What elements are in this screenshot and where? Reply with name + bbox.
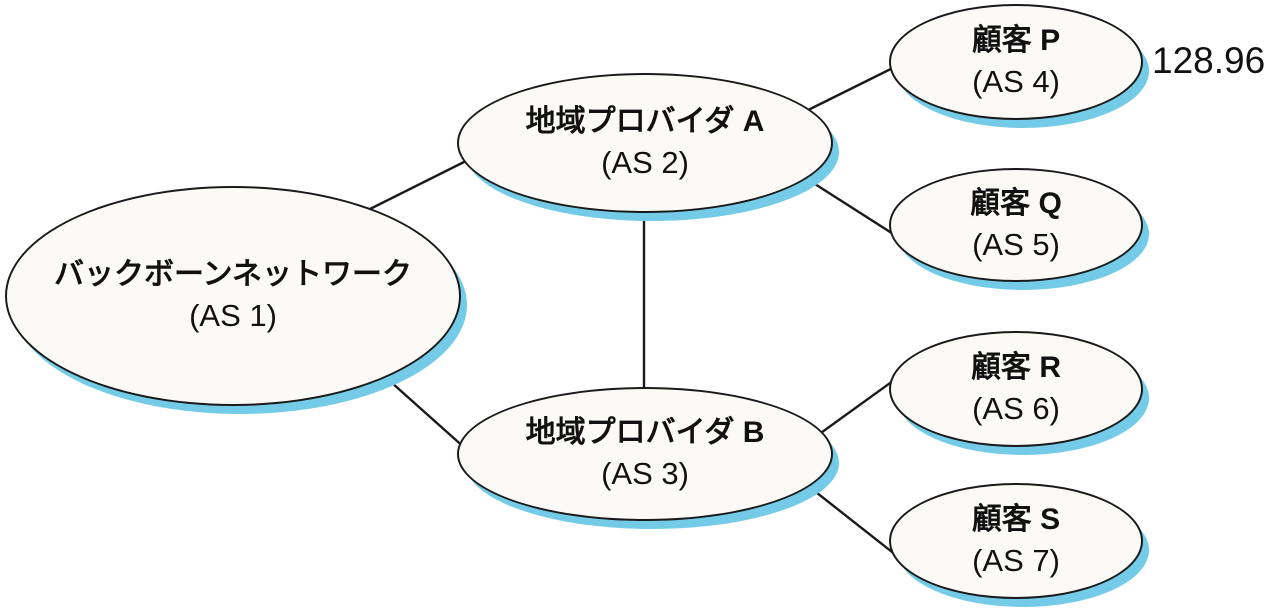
node-as-label: (AS 3): [601, 456, 689, 492]
node-as-label: (AS 1): [189, 298, 277, 334]
node-name: 顧客 Q: [970, 186, 1062, 220]
node-name: 顧客 P: [971, 23, 1061, 57]
node-as-label: (AS 5): [972, 227, 1060, 263]
node-customer-q-as5: 顧客 Q (AS 5): [889, 168, 1143, 282]
node-customer-r-as6: 顧客 R (AS 6): [889, 331, 1143, 447]
node-as-label: (AS 4): [972, 64, 1060, 100]
node-name: 地域プロバイダ A: [525, 104, 765, 138]
node-name: 地域プロバイダ B: [525, 415, 765, 449]
network-address-label: 128.96: [1152, 40, 1266, 81]
node-provider-a-as2: 地域プロバイダ A (AS 2): [457, 73, 833, 213]
node-name: 顧客 R: [971, 350, 1061, 384]
node-as-label: (AS 7): [972, 543, 1060, 579]
node-provider-b-as3: 地域プロバイダ B (AS 3): [457, 387, 833, 521]
node-name: バックボーンネットワーク: [54, 257, 412, 291]
node-as-label: (AS 2): [601, 145, 689, 181]
node-customer-p-as4: 顧客 P (AS 4): [889, 4, 1143, 120]
node-customer-s-as7: 顧客 S (AS 7): [889, 483, 1143, 599]
node-name: 顧客 S: [971, 502, 1061, 536]
node-as-label: (AS 6): [972, 391, 1060, 427]
node-backbone-as1: バックボーンネットワーク (AS 1): [5, 186, 461, 406]
